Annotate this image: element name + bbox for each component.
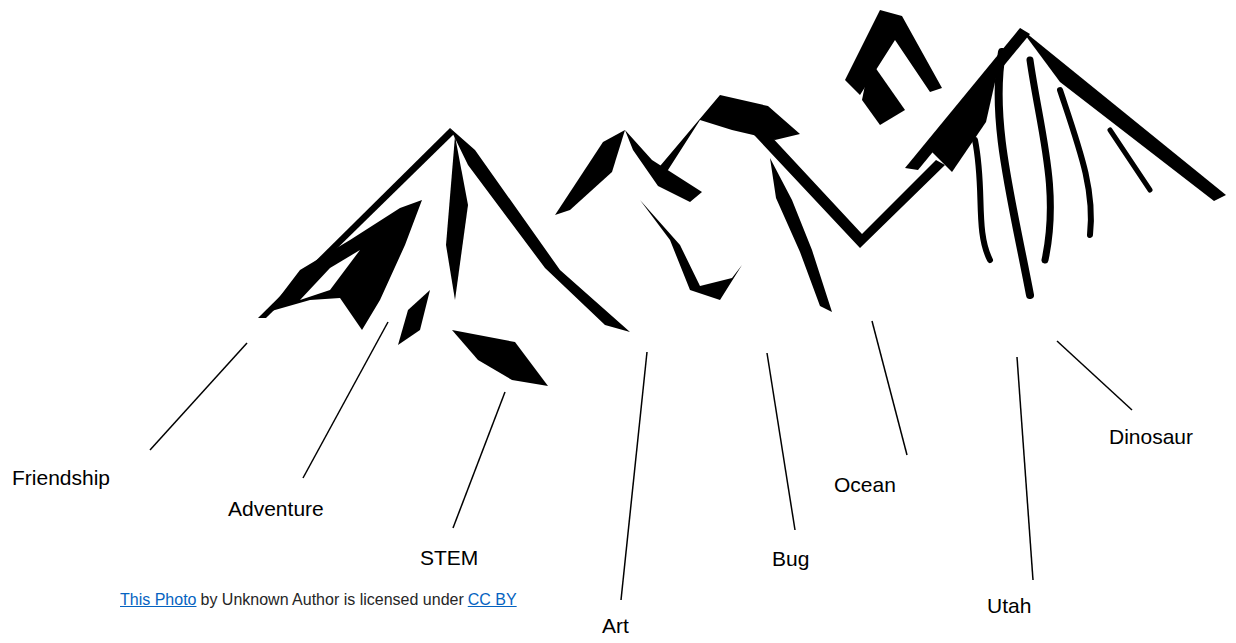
credit-link: CC BY (468, 590, 517, 609)
part-label: Bug (770, 547, 811, 571)
part-label: Adventure (226, 497, 326, 521)
credit-text: by Unknown Author is licensed under (200, 590, 463, 609)
leader-lines (150, 321, 1132, 600)
part-label: Dinosaur (1107, 425, 1195, 449)
mountain-streaks (975, 52, 1150, 295)
mountain-shading (258, 10, 1226, 386)
part-label: Art (600, 614, 631, 638)
part-label: Ocean (832, 473, 898, 497)
part-label: STEM (418, 546, 480, 570)
image-credit: This Photoby Unknown Author is licensed … (120, 590, 517, 609)
part-label: Friendship (10, 466, 112, 490)
credit-link: This Photo (120, 590, 196, 609)
part-label: Utah (985, 594, 1033, 618)
